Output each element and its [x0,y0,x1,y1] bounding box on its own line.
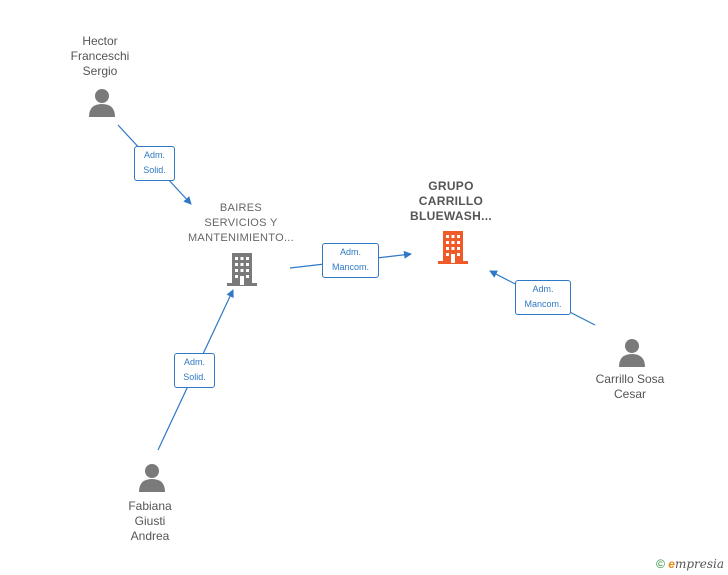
edge-label-fabiana-baires[interactable]: Adm. Solid. [174,353,215,388]
building-icon[interactable] [225,251,259,287]
building-icon[interactable] [436,229,470,265]
company-label-grupo[interactable]: GRUPO CARRILLO BLUEWASH... [410,179,492,223]
person-label-carrillo[interactable]: Carrillo Sosa Cesar [595,372,665,401]
brand-name: mpresia [674,557,724,571]
company-label-baires[interactable]: BAIRES SERVICIOS Y MANTENIMIENTO... [187,202,295,244]
copyright-symbol: © [656,557,665,571]
footer-brand: © empresia [656,557,724,571]
edge-label-hector-baires[interactable]: Adm. Solid. [134,146,175,181]
person-icon[interactable] [617,337,647,367]
person-label-fabiana[interactable]: Fabiana Giusti Andrea [128,499,172,543]
person-icon[interactable] [87,87,117,117]
edge-label-carrillo-grupo[interactable]: Adm. Mancom. [515,280,571,315]
person-label-hector[interactable]: Hector Franceschi Sergio [70,34,130,78]
edge-label-baires-grupo[interactable]: Adm. Mancom. [322,243,379,278]
brand-logo-initial: e [668,557,675,571]
person-icon[interactable] [137,462,167,492]
